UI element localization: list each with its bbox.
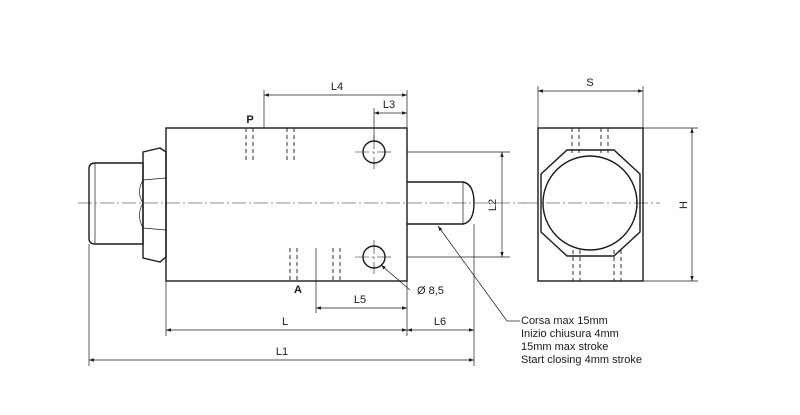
dim-h: H xyxy=(643,127,698,282)
stroke-note-line-4: Start closing 4mm stroke xyxy=(521,354,642,366)
stroke-note-line-3: 15mm max stroke xyxy=(521,341,608,353)
stroke-note-leader xyxy=(437,225,520,322)
hole-diameter-callout: Ø 8,5 xyxy=(380,264,444,297)
port-a-label: A xyxy=(294,284,302,296)
mounting-hole-lower xyxy=(355,240,393,274)
port-p-label: P xyxy=(246,114,253,126)
dim-l4-label: L4 xyxy=(331,81,343,93)
stroke-note-line-1: Corsa max 15mm xyxy=(521,315,608,327)
front-bore-circle xyxy=(542,155,638,251)
front-body xyxy=(537,127,644,282)
mounting-hole-upper xyxy=(355,135,393,169)
front-hidden-lines-bottom xyxy=(572,250,622,281)
dim-l3-label: L3 xyxy=(383,99,395,111)
dim-s-label: S xyxy=(586,77,593,89)
dim-l4: L4 xyxy=(263,81,408,128)
hole-diameter-label: Ø 8,5 xyxy=(417,285,444,297)
stroke-note: Corsa max 15mm Inizio chiusura 4mm 15mm … xyxy=(521,315,642,366)
dim-l1: L1 xyxy=(88,244,474,366)
dim-h-label: H xyxy=(678,201,690,209)
front-hex xyxy=(540,149,641,257)
dim-l2: L2 xyxy=(407,151,510,258)
dim-l3: L3 xyxy=(373,99,407,140)
dim-l5-label: L5 xyxy=(354,294,366,306)
side-view: P A Ø 8,5 L4 L3 L2 xyxy=(78,81,642,366)
dim-l2-label: L2 xyxy=(487,199,499,211)
valve-body xyxy=(165,127,408,282)
dim-l6: L6 xyxy=(407,224,475,366)
dim-l: L xyxy=(165,281,408,336)
front-view: S H xyxy=(524,77,698,282)
threaded-fitting xyxy=(88,162,144,245)
dim-l6-label: L6 xyxy=(434,316,446,328)
front-hidden-lines-top xyxy=(571,128,609,156)
dim-s: S xyxy=(537,77,644,128)
plunger-pin xyxy=(407,181,475,225)
dim-l1-label: L1 xyxy=(276,346,288,358)
dim-l5: L5 xyxy=(315,248,407,313)
port-a-hidden-lines xyxy=(289,248,341,281)
stroke-note-line-2: Inizio chiusura 4mm xyxy=(521,328,619,340)
dim-l-label: L xyxy=(282,316,288,328)
port-p-hidden-lines xyxy=(245,128,295,160)
